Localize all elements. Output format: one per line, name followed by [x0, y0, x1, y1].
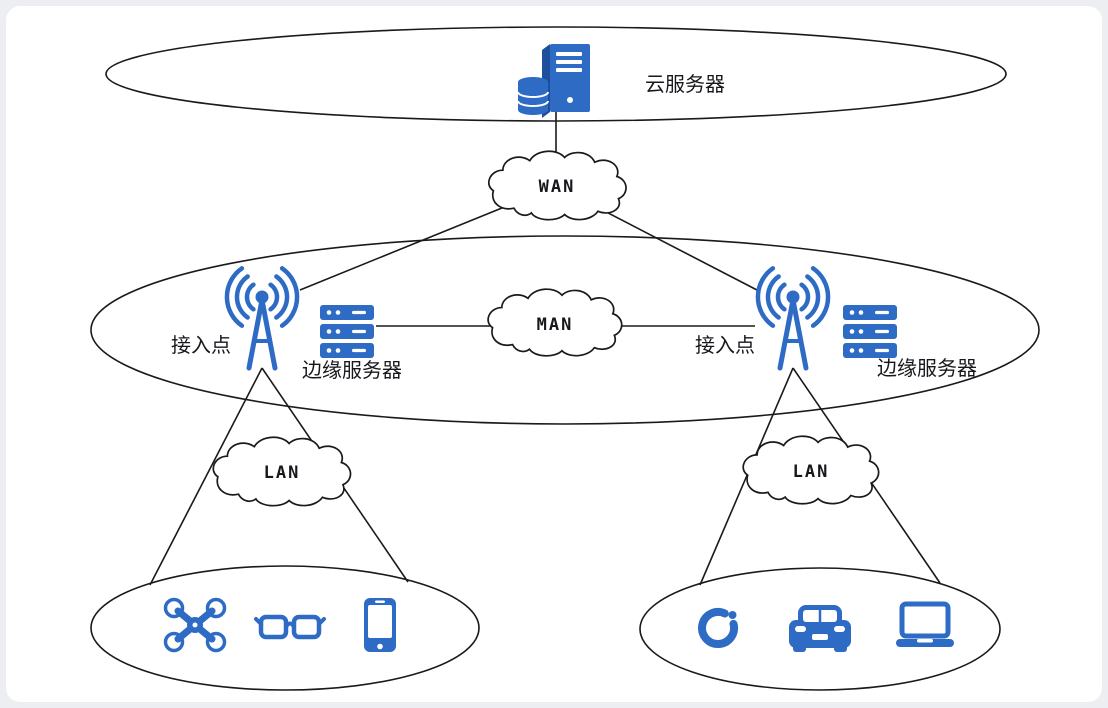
access-point-label-left: 接入点 — [171, 333, 231, 357]
wan-label: WAN — [539, 177, 576, 197]
wan-cloud: WAN — [487, 150, 627, 221]
lan-right-label: LAN — [793, 462, 830, 482]
link-ap-right-lan-a — [699, 367, 794, 586]
man-label: MAN — [537, 315, 574, 335]
edge-server-icon-left — [320, 305, 374, 358]
edge-server-label-left: 边缘服务器 — [302, 358, 402, 382]
car-icon — [787, 603, 853, 654]
lan-cloud-left: LAN — [212, 436, 352, 507]
smartphone-icon — [364, 598, 396, 652]
access-point-label-right: 接入点 — [695, 333, 755, 357]
lan-cloud-right: LAN — [742, 435, 880, 505]
man-cloud: MAN — [487, 288, 623, 357]
edge-server-label-right: 边缘服务器 — [877, 356, 977, 380]
lan-left-label: LAN — [264, 463, 301, 483]
edge-server-icon-right — [843, 305, 897, 358]
link-ap-left-lan-a — [149, 367, 263, 586]
cloud-server-label: 云服务器 — [645, 72, 725, 96]
